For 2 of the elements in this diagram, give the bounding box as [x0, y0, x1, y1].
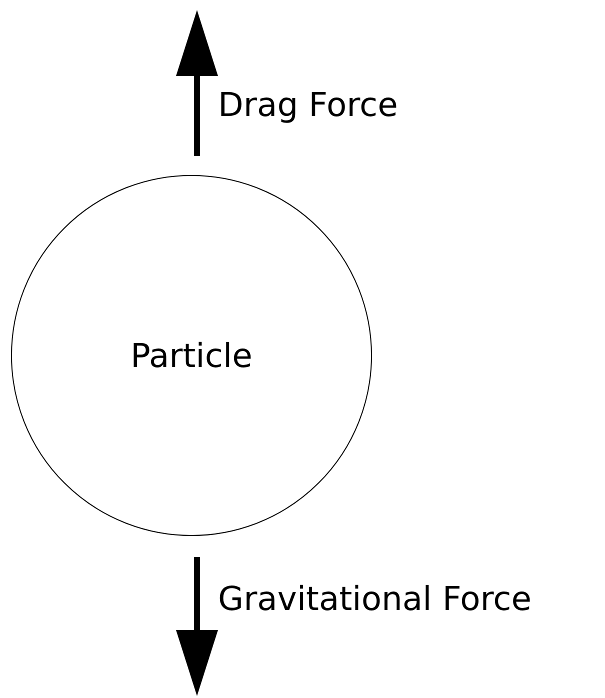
- force-label: Drag Force: [218, 88, 398, 121]
- force-label: Gravitational Force: [218, 582, 532, 615]
